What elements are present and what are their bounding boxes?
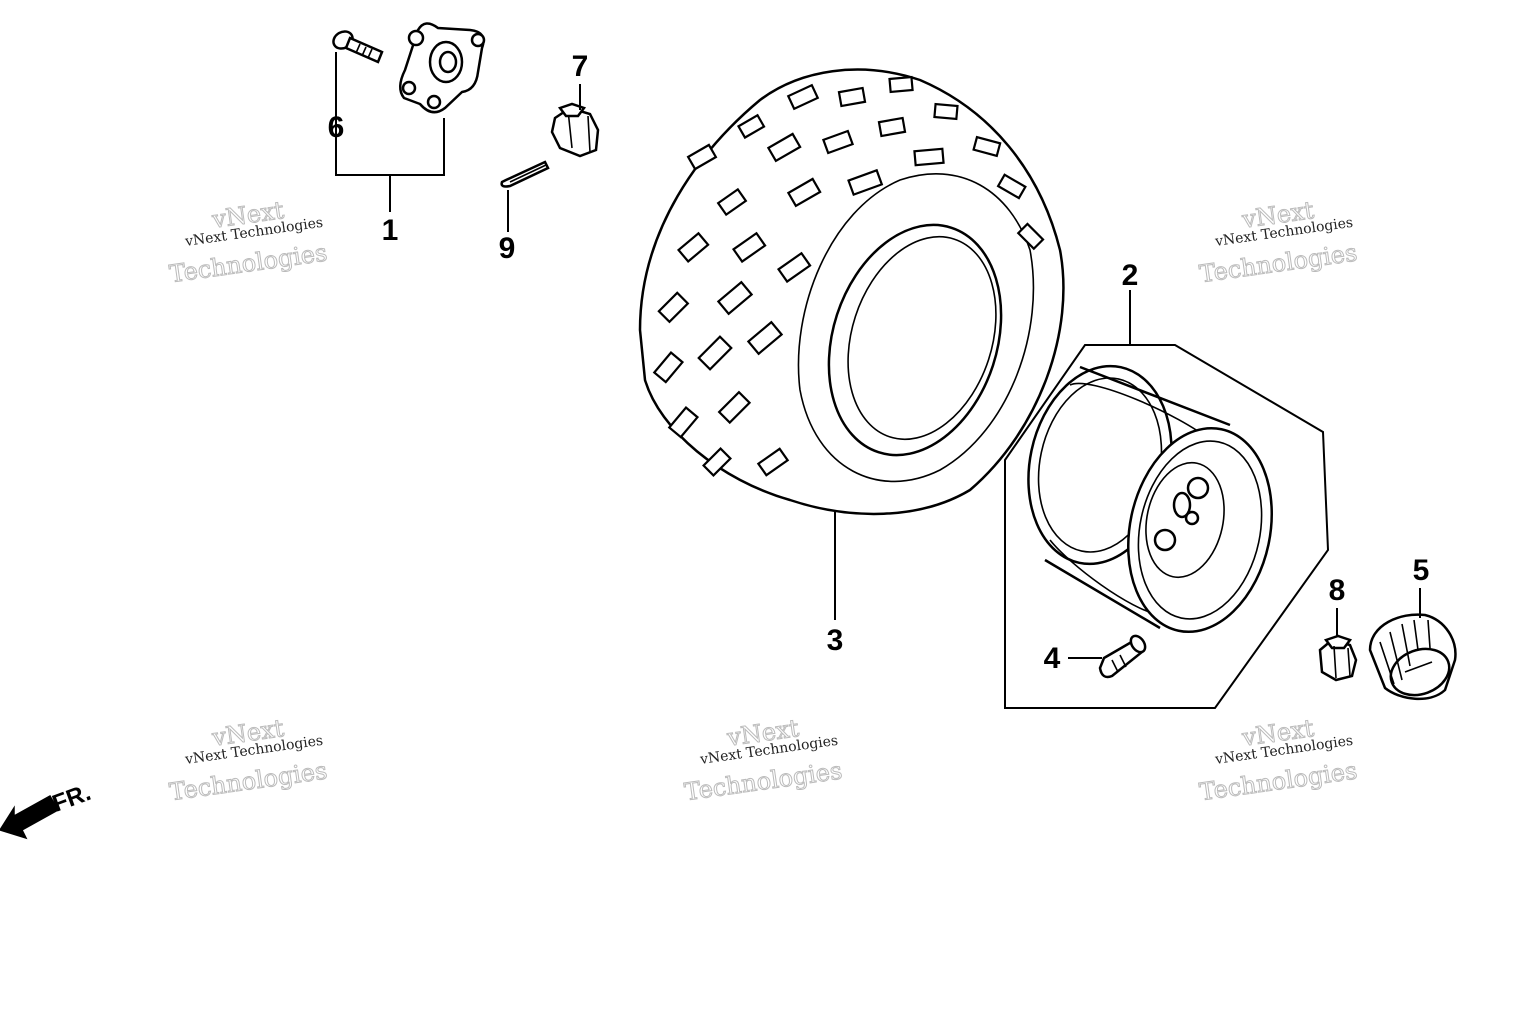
part-2-wheel-boundary (1004, 344, 1330, 709)
callout-7: 7 (572, 50, 589, 83)
part-5-hub-cap[interactable] (1368, 613, 1457, 703)
watermark-top-left: vNext vNext Technologies Technologies (167, 196, 329, 289)
leader-bracket-1 (335, 52, 445, 212)
callout-4: 4 (1044, 642, 1061, 675)
part-3-tire[interactable] (638, 68, 1065, 516)
callout-6: 6 (328, 111, 345, 144)
callout-2: 2 (1122, 259, 1139, 292)
part-1-hub[interactable] (399, 22, 486, 114)
part-9-cotter-pin[interactable] (500, 160, 550, 188)
front-direction-label: FR. (49, 779, 95, 818)
part-7-nut[interactable] (550, 102, 600, 158)
part-8-nut[interactable] (1318, 634, 1358, 682)
watermark-bottom-right: vNext vNext Technologies Technologies (1197, 714, 1359, 807)
watermark-bottom-left: vNext vNext Technologies Technologies (167, 714, 329, 807)
part-4-valve[interactable] (1098, 633, 1148, 679)
tire-tread (652, 75, 1045, 477)
watermark-bottom-center: vNext vNext Technologies Technologies (682, 714, 844, 807)
front-direction-arrow: FR. (0, 779, 95, 840)
callout-5: 5 (1413, 554, 1430, 587)
callout-1: 1 (382, 214, 399, 247)
callout-9: 9 (499, 232, 516, 265)
part-2-wheel[interactable] (1011, 353, 1290, 646)
part-6-bolt[interactable] (330, 28, 384, 64)
callout-8: 8 (1329, 574, 1346, 607)
watermark-top-right: vNext vNext Technologies Technologies (1197, 196, 1359, 289)
arrow-left-icon (0, 794, 60, 840)
callout-3: 3 (827, 624, 844, 657)
